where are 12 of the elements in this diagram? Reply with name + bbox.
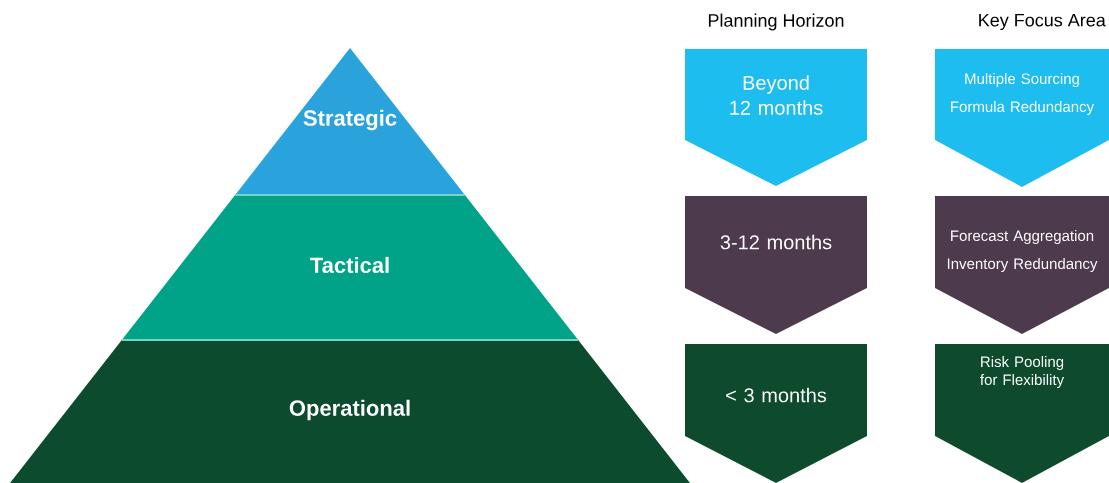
chevron-box: Risk Pooling for Flexibility xyxy=(935,344,1109,483)
pyramid-layer: Tactical xyxy=(121,194,579,340)
pyramid-layer: Strategic xyxy=(235,48,465,195)
chevron-box: Beyond 12 months xyxy=(685,49,867,186)
chevron-box: Forecast Aggregation Inventory Redundancy xyxy=(935,196,1109,334)
chevron-box: < 3 months xyxy=(685,344,867,483)
chevron-box: 3-12 months xyxy=(685,196,867,334)
pyramid-layer: Operational xyxy=(10,339,690,483)
chevron-box: Multiple Sourcing Formula Redundancy xyxy=(935,49,1109,187)
column-heading: Key Focus Area xyxy=(979,13,1106,31)
column-heading: Planning Horizon xyxy=(708,13,844,31)
node-label: Operational xyxy=(289,399,410,421)
